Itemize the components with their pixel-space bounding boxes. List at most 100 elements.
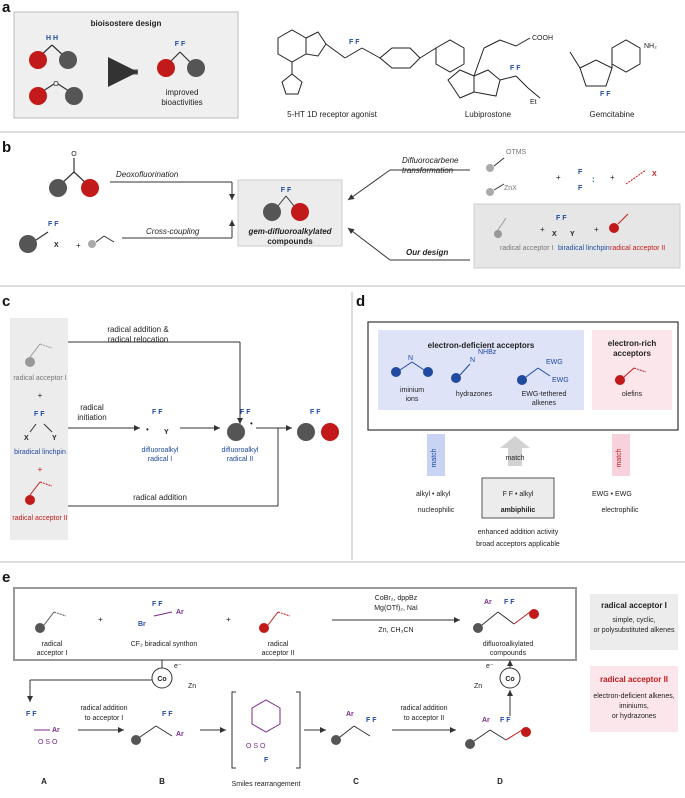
ewg-alkene-motif: EWG EWG bbox=[517, 359, 569, 385]
svg-text:•: • bbox=[250, 419, 253, 428]
synthon-label: CF₂ biradical synthon bbox=[131, 641, 198, 648]
product-motif: F F bbox=[263, 187, 309, 221]
e-ra2-line2: acceptor II bbox=[262, 650, 295, 657]
svg-text:F F: F F bbox=[366, 717, 377, 724]
our-design-label: Our design bbox=[406, 248, 448, 257]
ch2-motif: H H bbox=[29, 35, 77, 69]
ar-label-2: Ar bbox=[484, 599, 492, 606]
e-ra1-line2: acceptor I bbox=[37, 650, 68, 657]
c-ra2-label: radical acceptor II bbox=[12, 515, 67, 522]
match-arrow-gray-up bbox=[500, 436, 530, 448]
cross-coupling-label: Cross-coupling bbox=[146, 227, 200, 236]
svg-text:X: X bbox=[552, 231, 557, 238]
electrophilic-label: electrophilic bbox=[602, 507, 639, 514]
addI-line2: to acceptor I bbox=[85, 715, 124, 722]
svg-text:+: + bbox=[556, 173, 561, 182]
box1-line1: simple, cyclic, bbox=[612, 617, 655, 624]
radical-II-label-line2: radical II bbox=[227, 456, 254, 463]
molecule-5ht-agonist bbox=[277, 29, 465, 95]
reagents-column bbox=[10, 318, 68, 540]
svg-text:+: + bbox=[594, 225, 599, 234]
eminus-right: e⁻ bbox=[486, 663, 494, 670]
svg-text:F F: F F bbox=[34, 411, 45, 418]
ketone-substrate: O bbox=[49, 151, 99, 197]
svg-text:X: X bbox=[24, 435, 29, 442]
svg-text:F F: F F bbox=[310, 409, 321, 416]
radical-I-motif: F F • Y bbox=[146, 409, 169, 436]
match-label-blue: match bbox=[431, 448, 438, 467]
svg-text:O: O bbox=[71, 151, 77, 158]
svg-text:+: + bbox=[38, 391, 43, 400]
iminium-line1: iminium bbox=[400, 387, 424, 394]
zn-right: Zn bbox=[474, 683, 482, 690]
br-label: Br bbox=[138, 621, 146, 628]
svg-text:F F: F F bbox=[504, 599, 515, 606]
znx-label: ZnX bbox=[504, 185, 517, 192]
intermediate-D: Ar F F bbox=[465, 717, 531, 749]
hydrazones-label: hydrazones bbox=[456, 391, 493, 398]
box1-line2: or polysubstituted alkenes bbox=[594, 627, 675, 634]
ra2-motif bbox=[25, 481, 53, 505]
ra1-label: radical acceptor I bbox=[500, 245, 553, 252]
addII-line1: radical addition bbox=[400, 705, 447, 712]
ar-label-1: Ar bbox=[176, 609, 184, 616]
label-B: B bbox=[159, 777, 165, 786]
ewg-label-2: EWG bbox=[552, 377, 569, 384]
box1-title: radical acceptor I bbox=[601, 601, 667, 610]
arrow-our-diag bbox=[347, 227, 391, 261]
addI-line1: radical addition bbox=[80, 705, 127, 712]
olefin-motif bbox=[615, 367, 647, 385]
svg-text:Y: Y bbox=[570, 231, 575, 238]
svg-text:O: O bbox=[53, 81, 59, 88]
product-line2: compounds bbox=[267, 237, 313, 246]
svg-text:•: • bbox=[146, 425, 149, 434]
nucleophilic-label: nucleophilic bbox=[418, 507, 455, 514]
linchpin-label: biradical linchpin bbox=[558, 245, 610, 252]
box2-line1: electron-deficient alkenes, bbox=[593, 693, 674, 700]
radical-I-label-line2: radical I bbox=[148, 456, 173, 463]
e-ra2-motif bbox=[259, 611, 291, 633]
svg-text:+: + bbox=[76, 241, 81, 250]
e-product-line1: difluoroalkylated bbox=[483, 641, 534, 648]
cond3: Zn, CH₃CN bbox=[378, 627, 413, 634]
smiles-intermediate: O S O F bbox=[246, 699, 281, 764]
e-product-line2: compounds bbox=[490, 650, 527, 657]
match-arrow-gray-shaft bbox=[508, 448, 522, 466]
svg-text:F F: F F bbox=[500, 717, 511, 724]
box2-line2: iminiums, bbox=[619, 703, 649, 710]
svg-text:+: + bbox=[610, 173, 615, 182]
relocation-line2: radical relocation bbox=[108, 335, 168, 344]
svg-text:+: + bbox=[540, 225, 545, 234]
c-product-motif: F F bbox=[297, 409, 339, 441]
intermediate-B: F F Ar bbox=[131, 711, 184, 745]
iminium-motif: N bbox=[391, 355, 433, 377]
panel-label-d: d bbox=[356, 293, 365, 310]
electrophilic-motif: EWG • EWG bbox=[592, 491, 632, 498]
nhbz-label: NHBz bbox=[478, 349, 497, 356]
cond2: Mg(OTf)₂, NaI bbox=[374, 605, 418, 612]
svg-text:F F: F F bbox=[26, 711, 37, 718]
co-right-label: Co bbox=[505, 676, 514, 683]
match-label-gray: match bbox=[505, 455, 524, 462]
e-synthon-motif: F F Br Ar bbox=[138, 601, 184, 628]
radical-II-motif: F F • bbox=[227, 409, 253, 441]
zn-left: Zn bbox=[188, 683, 196, 690]
label-C: C bbox=[353, 777, 359, 786]
svg-text:X: X bbox=[54, 242, 59, 249]
svg-text:Y: Y bbox=[52, 435, 57, 442]
match-arrow-pink bbox=[612, 434, 630, 476]
ewg-line2: alkenes bbox=[532, 400, 557, 407]
deoxofluorination-label: Deoxofluorination bbox=[116, 170, 179, 179]
e-ra2-line1: radical bbox=[268, 641, 289, 648]
eminus-left: e⁻ bbox=[174, 663, 182, 670]
svg-text:F F: F F bbox=[240, 409, 251, 416]
box-ra2-info bbox=[590, 666, 678, 732]
cf2-motif: F F bbox=[157, 41, 205, 77]
svg-text:F F: F F bbox=[152, 409, 163, 416]
bioactivities-label: bioactivities bbox=[161, 98, 202, 107]
hydrazone-motif: N NHBz bbox=[451, 349, 497, 383]
svg-text:F: F bbox=[578, 185, 583, 192]
bioisostere-title: bioisostere design bbox=[91, 19, 162, 28]
mol2-et: Et bbox=[530, 99, 537, 106]
